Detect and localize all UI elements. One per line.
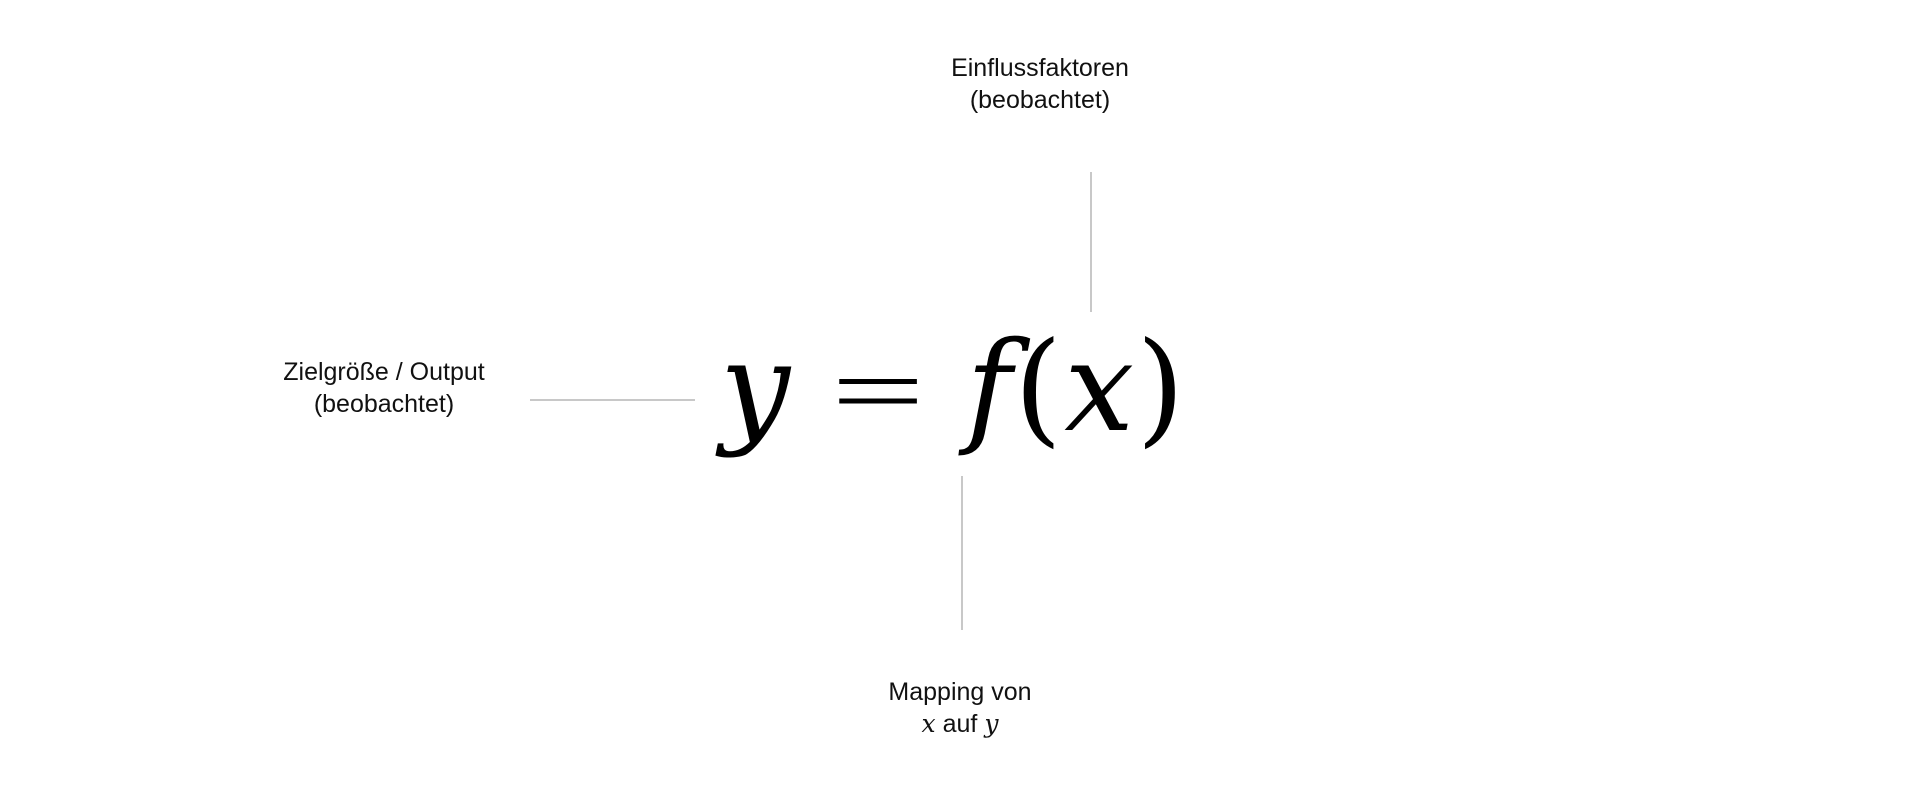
formula-lhs: y bbox=[720, 316, 793, 460]
connector-target-output bbox=[530, 399, 695, 401]
label-target-output: Zielgröße / Output (beobachtet) bbox=[244, 356, 524, 420]
formula: y=f(x) bbox=[720, 316, 1185, 460]
label-mapping-mid: auf bbox=[935, 710, 985, 738]
label-target-output-line1: Zielgröße / Output bbox=[283, 358, 485, 386]
label-mapping-var-y: y bbox=[984, 709, 999, 738]
formula-open-paren: ( bbox=[1013, 316, 1065, 460]
formula-close-paren: ) bbox=[1136, 316, 1187, 460]
formula-function: f bbox=[965, 316, 1014, 460]
formula-argument: x bbox=[1064, 316, 1137, 460]
label-mapping: Mapping von x auf y bbox=[820, 676, 1100, 740]
label-input-factors-line1: Einflussfaktoren bbox=[951, 54, 1129, 82]
label-mapping-line2: x auf y bbox=[820, 708, 1100, 740]
label-input-factors: Einflussfaktoren (beobachtet) bbox=[900, 52, 1180, 116]
connector-mapping bbox=[961, 476, 963, 630]
formula-equals: = bbox=[826, 316, 932, 460]
label-target-output-line2: (beobachtet) bbox=[313, 390, 455, 418]
label-mapping-var-x: x bbox=[921, 709, 936, 738]
label-input-factors-line2: (beobachtet) bbox=[969, 86, 1111, 114]
label-mapping-line1: Mapping von bbox=[888, 678, 1032, 706]
connector-input-factors bbox=[1090, 172, 1092, 312]
